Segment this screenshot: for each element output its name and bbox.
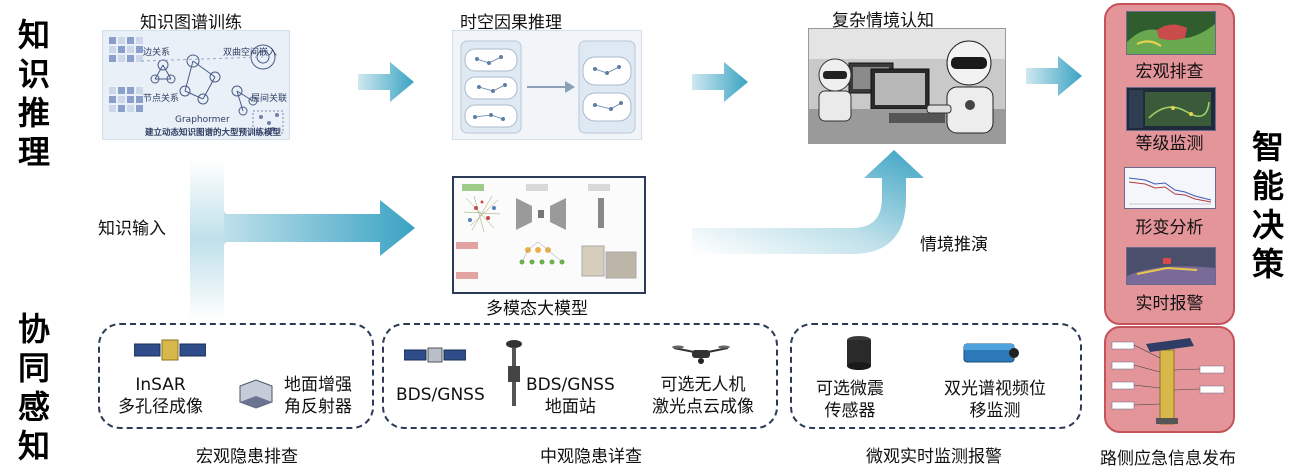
decision-panel: 宏观排查 等级监测 形变分析 实时报警	[1104, 3, 1235, 325]
meso-survey-group	[382, 323, 778, 429]
device-seismic-label: 可选微震 传感器	[816, 379, 884, 421]
spatiotemporal-panel	[452, 30, 642, 140]
kg-tag-hyperbolic: 双曲空间嵌入	[223, 48, 278, 58]
satellite-icon	[134, 339, 206, 361]
side-label-intelligent-decision: 智 能 决 策	[1251, 128, 1284, 283]
device-drone-label: 可选无人机 激光点云成像	[652, 375, 754, 417]
emergency-caption: 路侧应急信息发布	[1100, 449, 1236, 469]
micro-monitoring-group	[790, 323, 1082, 429]
scenario-deduction-label: 情境推演	[920, 235, 988, 255]
multimodal-title: 多模态大模型	[486, 299, 588, 319]
kg-training-panel: 边关系 双曲空间嵌入 节点关系 层间关联 Graphormer 建立动态知识图谱…	[102, 30, 290, 140]
kg-training-title: 知识图谱训练	[140, 13, 242, 33]
drone-icon	[672, 345, 730, 364]
side-label-knowledge-reasoning: 知 识 推 理	[17, 16, 50, 171]
kg-training-illustration	[109, 37, 284, 134]
decision-item-level-monitoring: 等级监测	[1135, 134, 1204, 154]
meso-survey-caption: 中观隐患详查	[540, 447, 642, 467]
side-label-collaborative-sensing: 协 同 感 知	[17, 310, 50, 465]
decision-item-deformation-analysis: 形变分析	[1135, 218, 1204, 238]
arrow-kg-to-spatiotemporal	[358, 62, 414, 102]
device-reflector-label: 地面增强 角反射器	[284, 375, 352, 417]
emergency-panel	[1104, 326, 1235, 433]
seismic-sensor-icon	[847, 336, 871, 370]
multimodal-panel	[452, 176, 646, 294]
dual-spectrum-camera-icon	[963, 343, 1019, 363]
kg-tag-layer: 层间关联	[251, 94, 288, 104]
kg-tag-node: 节点关系	[143, 94, 180, 104]
spatiotemporal-title: 时空因果推理	[460, 13, 562, 33]
multimodal-illustration	[456, 184, 637, 279]
arrow-scenario-deduction	[692, 150, 924, 254]
deformation-analysis-thumbnail	[1124, 167, 1216, 209]
level-monitoring-thumbnail	[1126, 87, 1216, 131]
macro-survey-group	[98, 323, 374, 429]
decision-item-macro-survey: 宏观排查	[1135, 62, 1204, 82]
macro-survey-caption: 宏观隐患排查	[196, 447, 298, 467]
kg-caption: 建立动态知识图谱的大型预训练模型	[145, 128, 282, 138]
complex-scenario-title: 复杂情境认知	[832, 11, 934, 31]
device-dual-spectrum-label: 双光谱视频位 移监测	[944, 379, 1046, 421]
device-insar-label: InSAR 多孔径成像	[118, 375, 203, 417]
bds-satellite-icon	[404, 347, 466, 363]
arrow-knowledge-input	[190, 160, 415, 320]
realtime-alarm-thumbnail	[1126, 247, 1216, 285]
roadside-station-illustration	[1111, 338, 1225, 425]
kg-tag-edge: 边关系	[143, 48, 171, 58]
macro-survey-thumbnail	[1126, 11, 1216, 55]
spatiotemporal-illustration	[460, 40, 636, 134]
device-ground-station-label: BDS/GNSS 地面站	[526, 375, 615, 417]
micro-monitoring-caption: 微观实时监测报警	[866, 447, 1002, 467]
device-bds-gnss-label: BDS/GNSS	[396, 385, 485, 405]
knowledge-input-label: 知识输入	[98, 219, 166, 239]
arrow-scenario-to-decision	[1026, 56, 1082, 96]
decision-item-realtime-alarm: 实时报警	[1135, 294, 1204, 314]
complex-scenario-panel	[808, 28, 1006, 144]
arrow-spatiotemporal-to-scenario	[692, 62, 748, 102]
ground-station-icon	[506, 340, 522, 406]
corner-reflector-icon	[239, 379, 273, 409]
kg-model-name: Graphormer	[175, 115, 230, 125]
robot-illustration	[809, 29, 1005, 143]
